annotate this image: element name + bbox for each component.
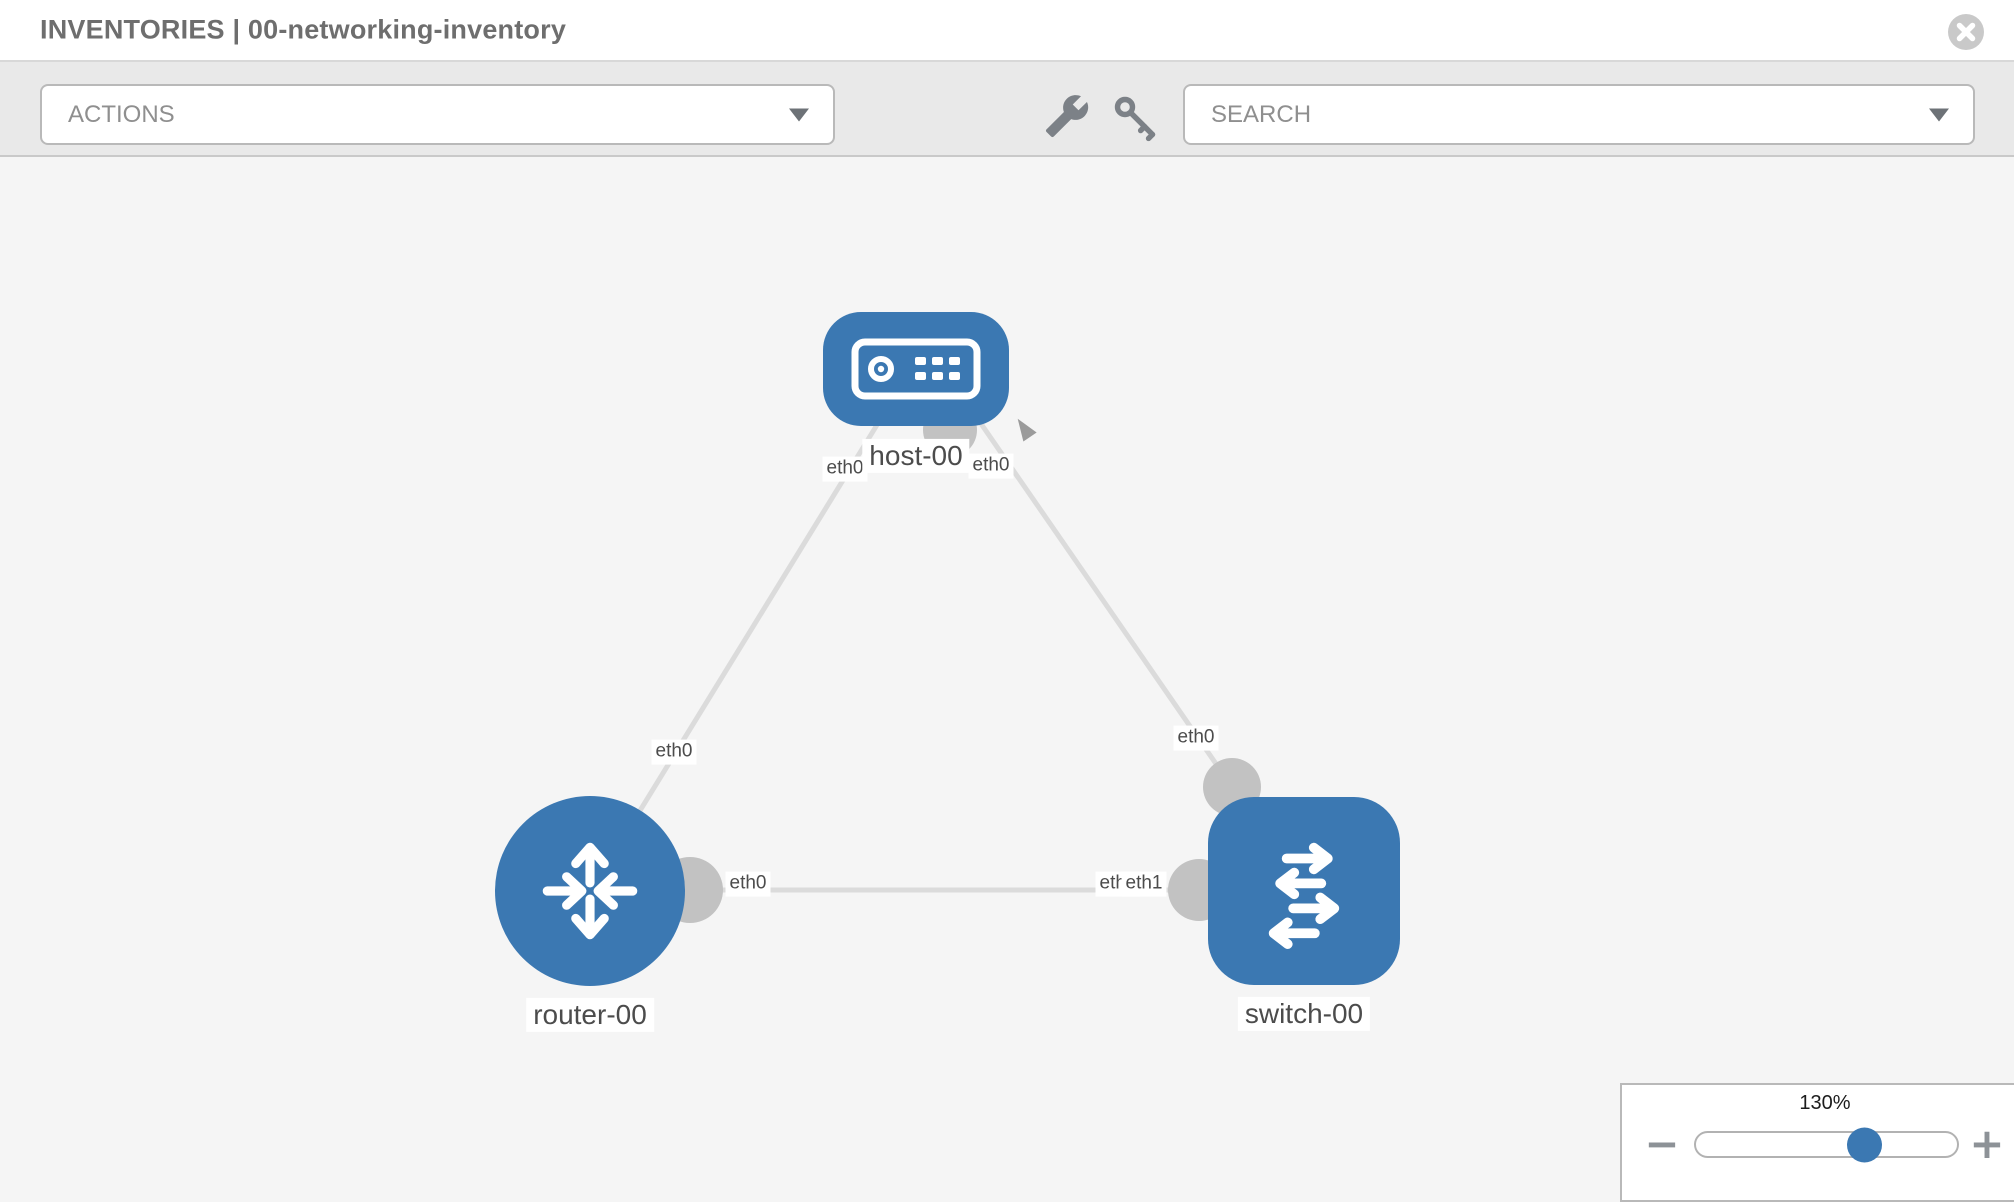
- router-icon: [542, 842, 638, 940]
- link-arrowhead: [1017, 418, 1037, 442]
- page-title: INVENTORIES | 00-networking-inventory: [40, 14, 567, 45]
- zoom-slider-track[interactable]: [1694, 1127, 1959, 1162]
- node-router-00[interactable]: [495, 796, 685, 986]
- search-dropdown[interactable]: SEARCH: [1183, 84, 1975, 145]
- interface-label: eth0: [1173, 725, 1219, 751]
- key-button[interactable]: [1110, 92, 1160, 142]
- switch-icon: [1268, 842, 1340, 949]
- interface-label: eth0: [822, 456, 868, 482]
- interface-label: eth0: [968, 453, 1014, 479]
- interface-label: eth0: [651, 739, 697, 765]
- actions-dropdown[interactable]: ACTIONS: [40, 84, 835, 145]
- zoom-slider-handle[interactable]: [1847, 1127, 1882, 1162]
- header: INVENTORIES | 00-networking-inventory: [0, 0, 2014, 62]
- close-button[interactable]: [1946, 12, 1986, 52]
- circle-x-icon: [1948, 14, 1984, 50]
- node-label-switch-00: switch-00: [1237, 996, 1371, 1032]
- link-host-00-router-00[interactable]: [622, 418, 883, 837]
- actions-dropdown-label: ACTIONS: [68, 100, 175, 128]
- caret-down-icon: [789, 108, 809, 121]
- wrench-icon: [1045, 94, 1089, 137]
- toolbar: ACTIONS SEARCH: [0, 62, 2014, 157]
- zoom-out-button[interactable]: −: [1640, 1123, 1684, 1165]
- zoom-control-panel: 130% − +: [1620, 1083, 2014, 1202]
- search-dropdown-label: SEARCH: [1211, 100, 1312, 128]
- host-icon: [851, 338, 981, 400]
- node-label-host-00: host-00: [862, 438, 970, 474]
- key-icon: [1114, 96, 1156, 142]
- caret-down-icon: [1929, 108, 1949, 121]
- zoom-level-value: 130%: [1799, 1092, 1851, 1114]
- node-switch-00[interactable]: [1208, 797, 1400, 985]
- wrench-button[interactable]: [1042, 92, 1092, 142]
- interface-label: eth0: [725, 871, 771, 897]
- node-label-router-00: router-00: [526, 997, 654, 1033]
- zoom-in-button[interactable]: +: [1965, 1123, 2009, 1165]
- node-host-00[interactable]: [823, 312, 1009, 426]
- link-host-00-switch-00[interactable]: [972, 413, 1235, 789]
- interface-label: eth1: [1121, 871, 1167, 897]
